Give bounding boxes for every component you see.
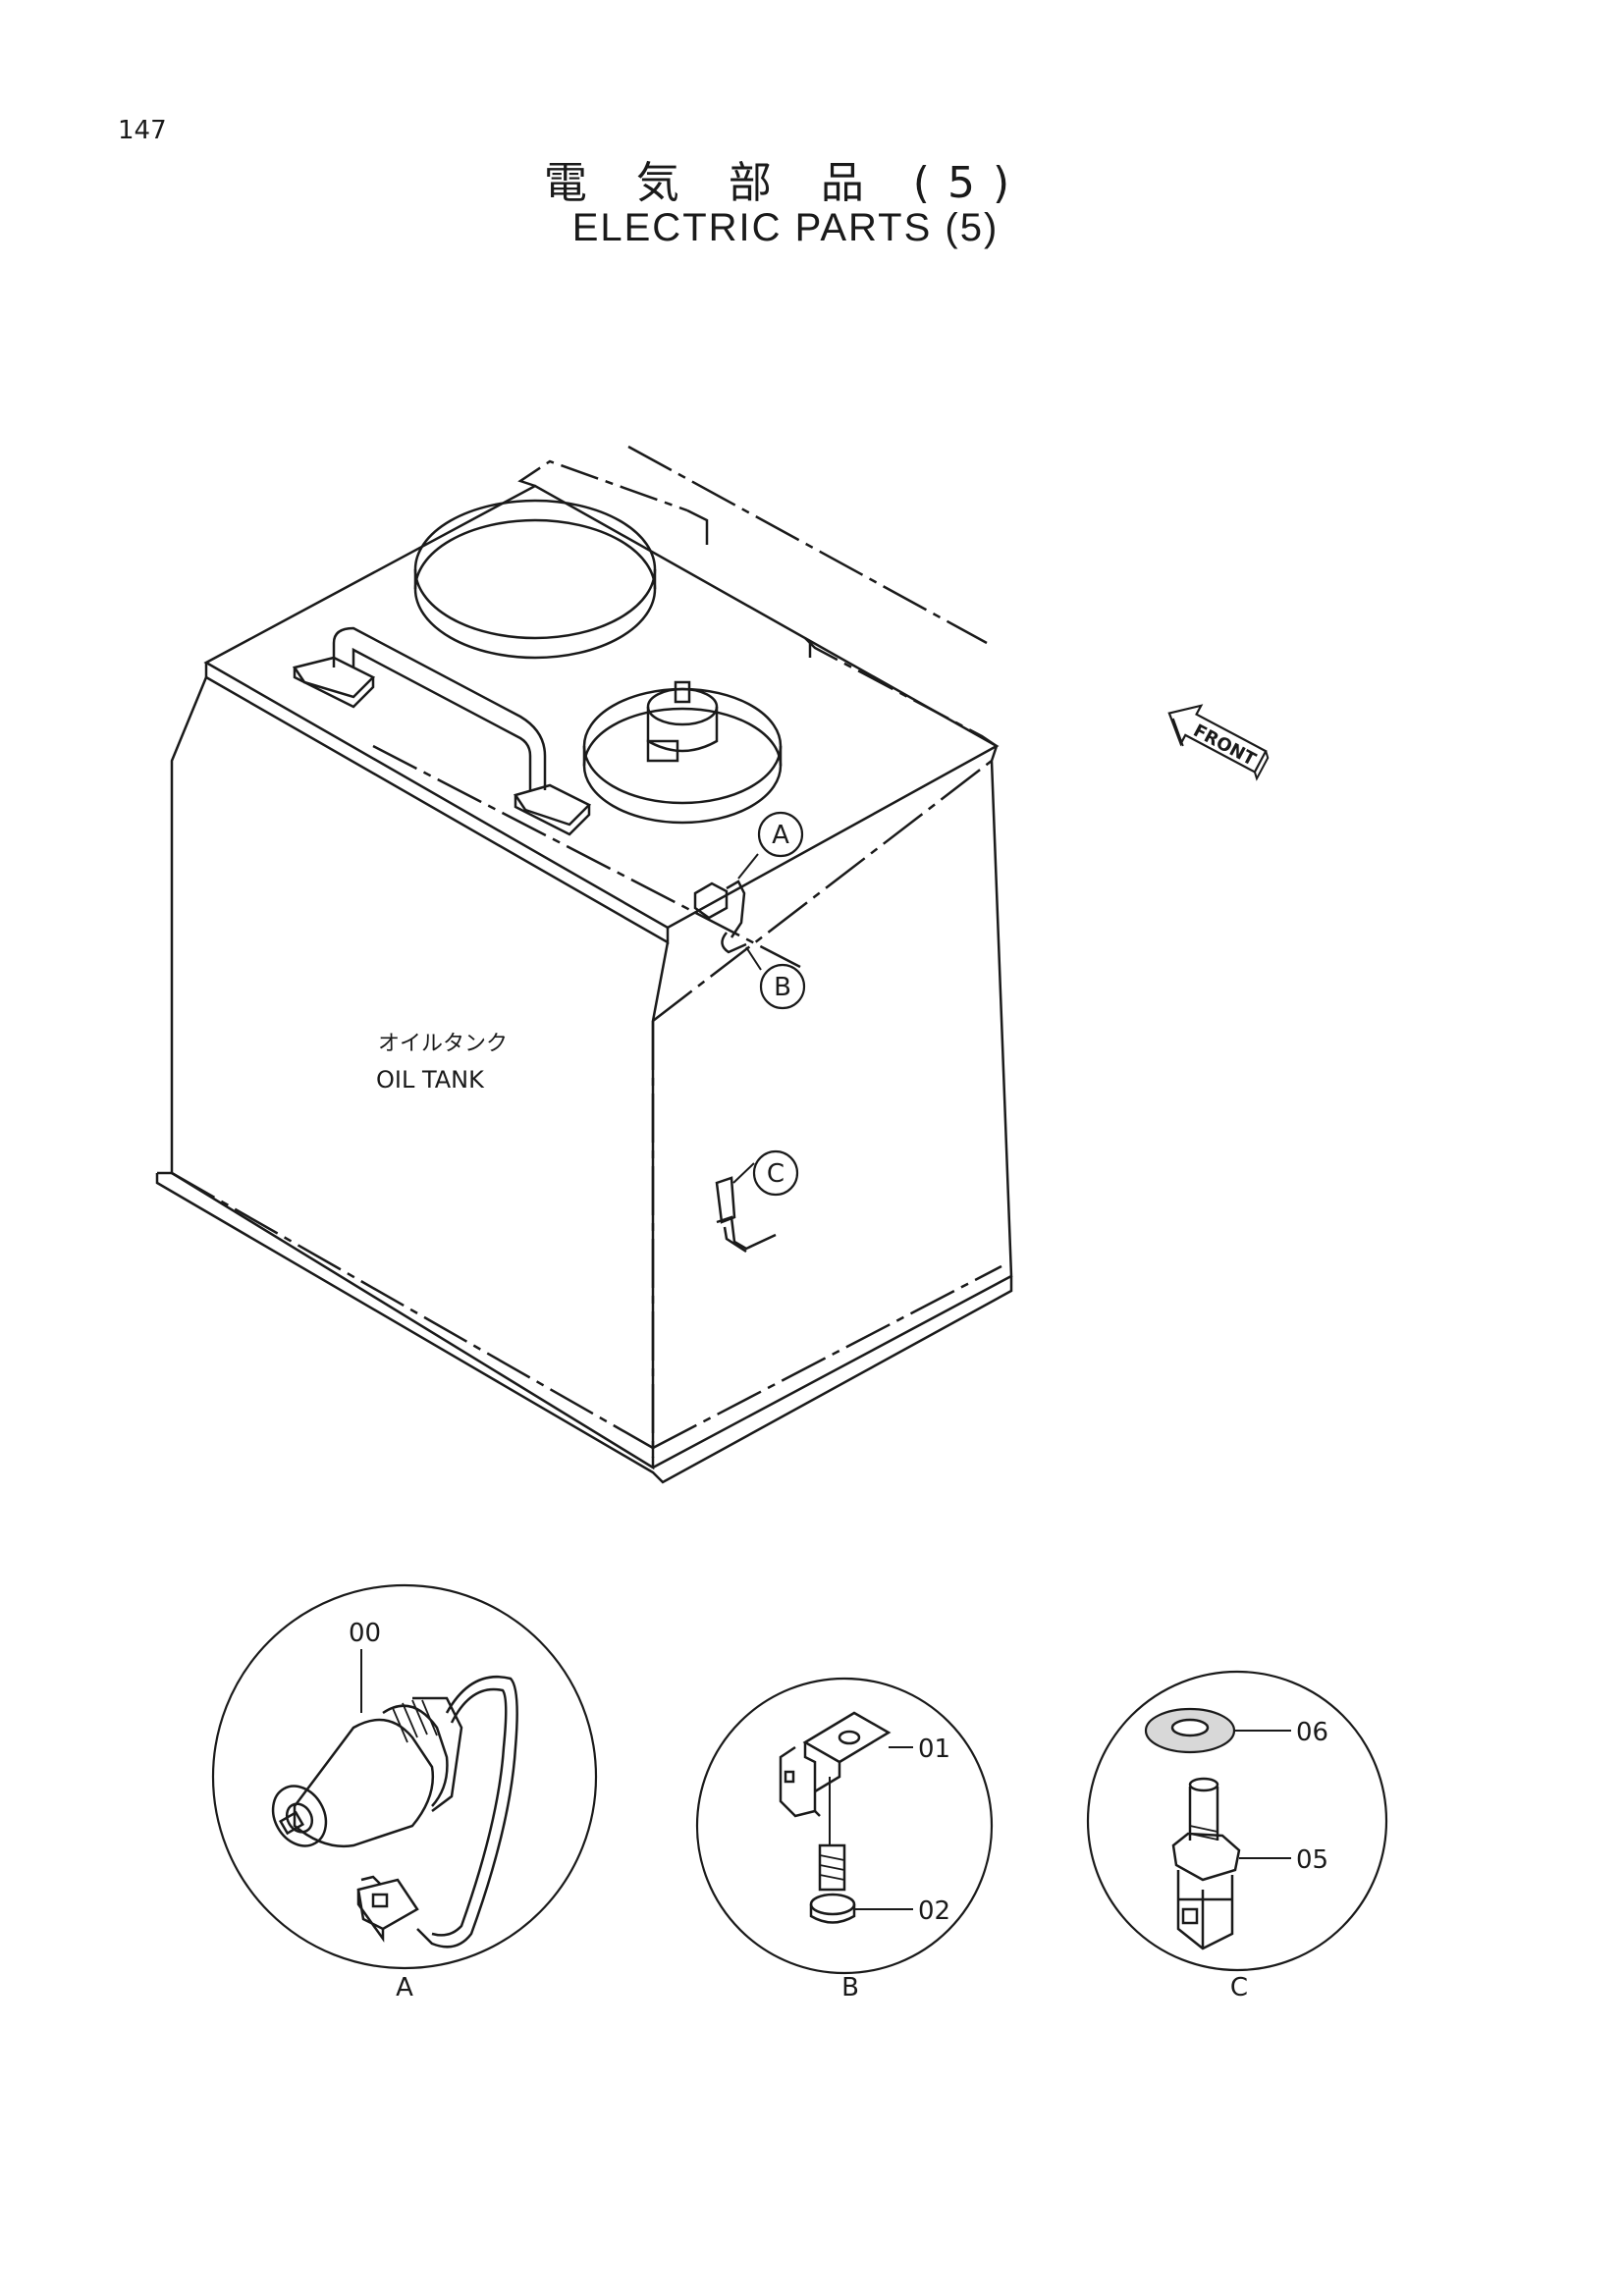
- detail-b-label: B: [841, 1973, 859, 2002]
- tank-left-face: [170, 676, 670, 1470]
- title-english: ELECTRIC PARTS (5): [571, 206, 1000, 249]
- front-label: FRONT: [1190, 721, 1260, 771]
- callout-c-label: C: [767, 1159, 784, 1189]
- level-switch-a: [693, 881, 729, 920]
- part-number-01: 01: [918, 1735, 950, 1764]
- part-number-06: 06: [1296, 1718, 1328, 1747]
- part-number-02: 02: [918, 1896, 950, 1926]
- callout-b-label: B: [774, 973, 791, 1002]
- part-number-05: 05: [1296, 1845, 1328, 1875]
- tank-base-flange: [155, 1171, 1013, 1484]
- callout-a-circle: [757, 811, 804, 858]
- callout-a-label: A: [772, 821, 789, 850]
- tank-label-jp: オイルタンク: [378, 1032, 508, 1056]
- pipe-block-right: [514, 783, 592, 827]
- small-cover: [582, 687, 783, 805]
- tank-top-flange: [203, 484, 1000, 930]
- detail-c: 06 05 C: [1086, 1670, 1388, 2002]
- detail-a-label: A: [396, 1973, 413, 2002]
- front-arrow: FRONT: [1167, 704, 1270, 781]
- breather-pipe: [332, 626, 547, 790]
- oil-tank-drawing: [155, 445, 1013, 1484]
- clip-b: [721, 932, 747, 954]
- tank-label-en: OIL TANK: [376, 1066, 485, 1094]
- callout-c-circle: [752, 1149, 799, 1197]
- page-number: 147: [118, 116, 167, 145]
- detail-b: 01 02 B: [695, 1677, 994, 2002]
- part-number-00: 00: [349, 1619, 381, 1648]
- pipe-block-left: [292, 656, 376, 699]
- detail-a: 00 A: [211, 1583, 598, 2002]
- temp-sensor-c: [715, 1176, 736, 1224]
- detail-c-label: C: [1230, 1973, 1248, 2002]
- callout-b-circle: [759, 963, 806, 1010]
- title-japanese: 電 気 部 品 (5): [543, 158, 1028, 208]
- tank-right-face: [652, 745, 1013, 1469]
